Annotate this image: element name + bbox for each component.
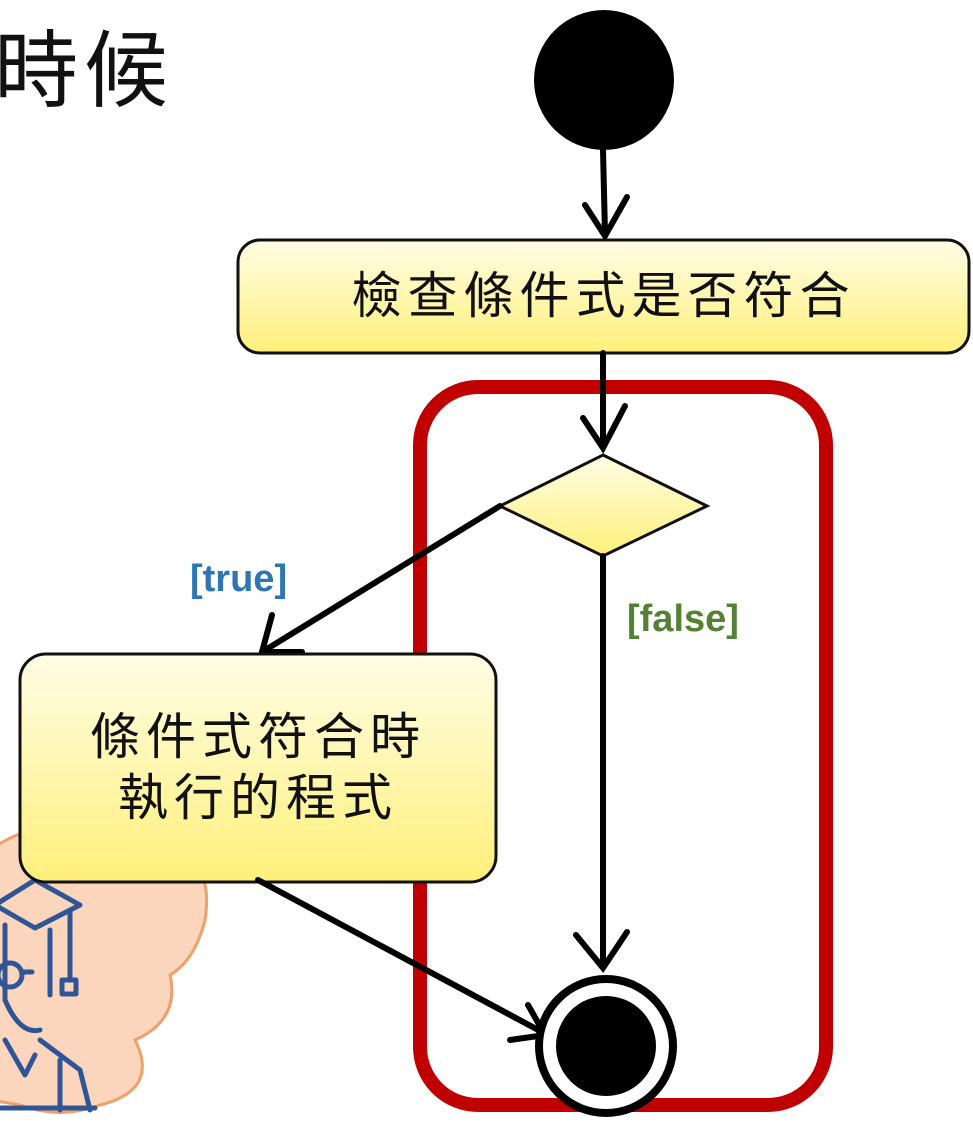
edge-false-branch xyxy=(573,553,630,974)
final-node xyxy=(535,975,677,1117)
teacher-avatar-icon xyxy=(0,877,98,1113)
page-title-fragment: 時候 xyxy=(0,22,175,120)
true-guard-label: [true] xyxy=(190,558,288,600)
edge-check-to-decision xyxy=(580,350,628,454)
action-label: 條件式符合時 執行的程式 xyxy=(90,708,426,827)
check-condition-label: 檢查條件式是否符合 xyxy=(351,267,856,325)
decision-node xyxy=(496,453,711,558)
edge-action-to-final xyxy=(255,877,550,1043)
edge-true-branch xyxy=(258,503,503,655)
edge-start-to-check xyxy=(582,147,630,242)
false-guard-label: [false] xyxy=(627,598,739,640)
initial-node xyxy=(534,10,674,150)
